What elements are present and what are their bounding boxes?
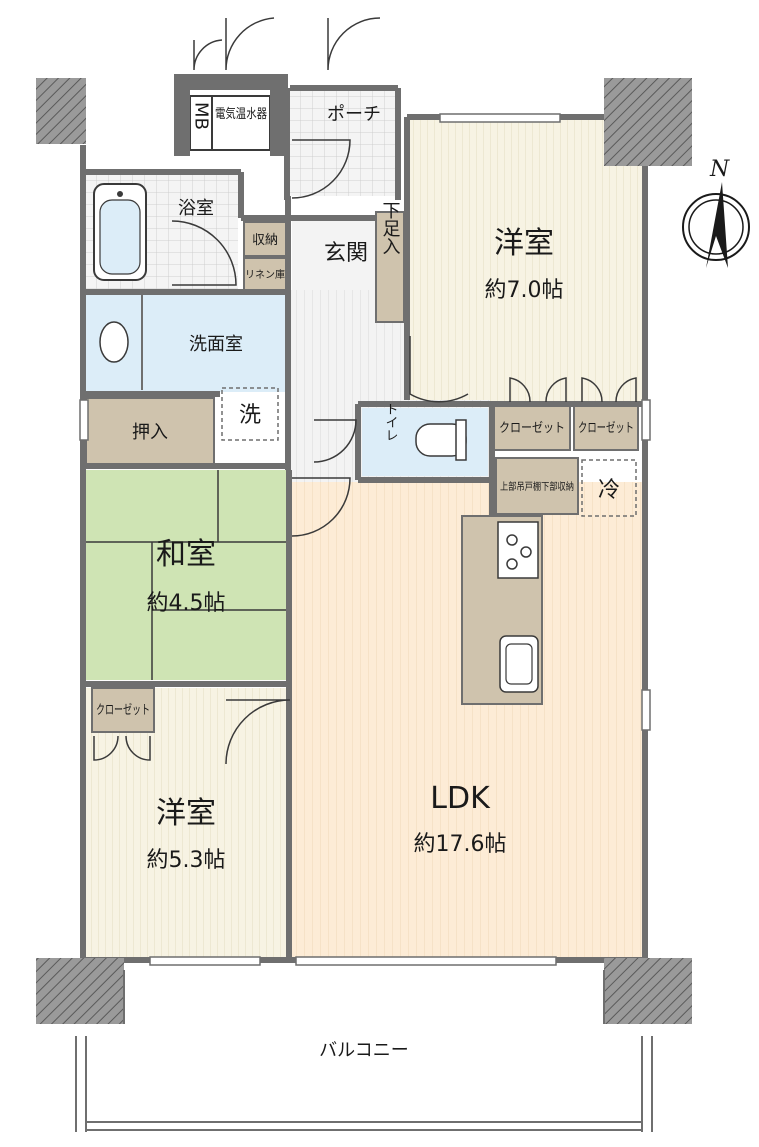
western-room-south-area: 約5.3帖 [147, 848, 226, 873]
japanese-room-area: 約4.5帖 [147, 591, 226, 616]
washroom-label: 洗面室 [189, 334, 243, 355]
mb-wall [174, 74, 288, 90]
closet-north-2-label: クローゼット [578, 421, 634, 436]
compass-needle-icon [706, 182, 728, 268]
western-room-south-name: 洋室 [156, 796, 216, 831]
ldk-name: LDK [430, 781, 491, 816]
shoe-storage-label: 下足入 [380, 201, 401, 255]
ldk-area: 約17.6帖 [414, 832, 507, 857]
toilet-label: トイレ [383, 403, 398, 442]
porch-floor [290, 88, 398, 196]
ldk-floor [292, 482, 642, 958]
storage-label: 収納 [252, 233, 278, 248]
closet-north-1-label: クローゼット [499, 421, 565, 436]
fridge-space [581, 459, 637, 517]
column-se [604, 958, 692, 1024]
bathroom-label: 浴室 [178, 198, 214, 219]
column-ne [604, 78, 692, 166]
western-room-north-floor [410, 120, 642, 402]
balcony-floor [86, 965, 642, 1123]
storage-block [243, 221, 287, 257]
door-swings [93, 17, 637, 765]
windows [79, 113, 651, 966]
closet-south-label: クローゼット [96, 703, 150, 718]
western-room-north-area: 約7.0帖 [485, 278, 564, 303]
japanese-room-floor [86, 470, 286, 680]
stove [497, 521, 539, 579]
entrance-floor [292, 220, 376, 290]
washer-label: 洗 [239, 403, 261, 428]
linen-label: リネン庫 [245, 268, 285, 281]
washer-space [221, 387, 279, 441]
entrance-label: 玄関 [324, 241, 368, 266]
tatami-lines [86, 470, 286, 680]
kitchen-sink [499, 635, 539, 693]
shoe-storage-block [375, 211, 405, 323]
fridge-label: 冷 [598, 478, 620, 503]
water-heater-label: 電気温水器 [215, 106, 267, 122]
oshiire-label: 押入 [132, 422, 168, 443]
balcony-rail [75, 970, 653, 1132]
compass-label: N [709, 157, 730, 182]
compass: N [682, 157, 750, 268]
closet-north-2-block [573, 405, 639, 451]
balcony-label: バルコニー [319, 1040, 409, 1061]
washbasin [99, 321, 129, 363]
kitchen-storage-label: 上部吊戸棚下部収納 [500, 480, 574, 493]
column-nw [36, 78, 86, 144]
column-sw [36, 958, 124, 1024]
mb-label: MB [191, 102, 212, 130]
porch-label: ポーチ [327, 104, 381, 125]
kitchen-storage-block [495, 457, 579, 515]
japanese-room-name: 和室 [156, 537, 216, 572]
western-room-north-name: 洋室 [494, 226, 554, 261]
closet-south-block [91, 687, 155, 733]
